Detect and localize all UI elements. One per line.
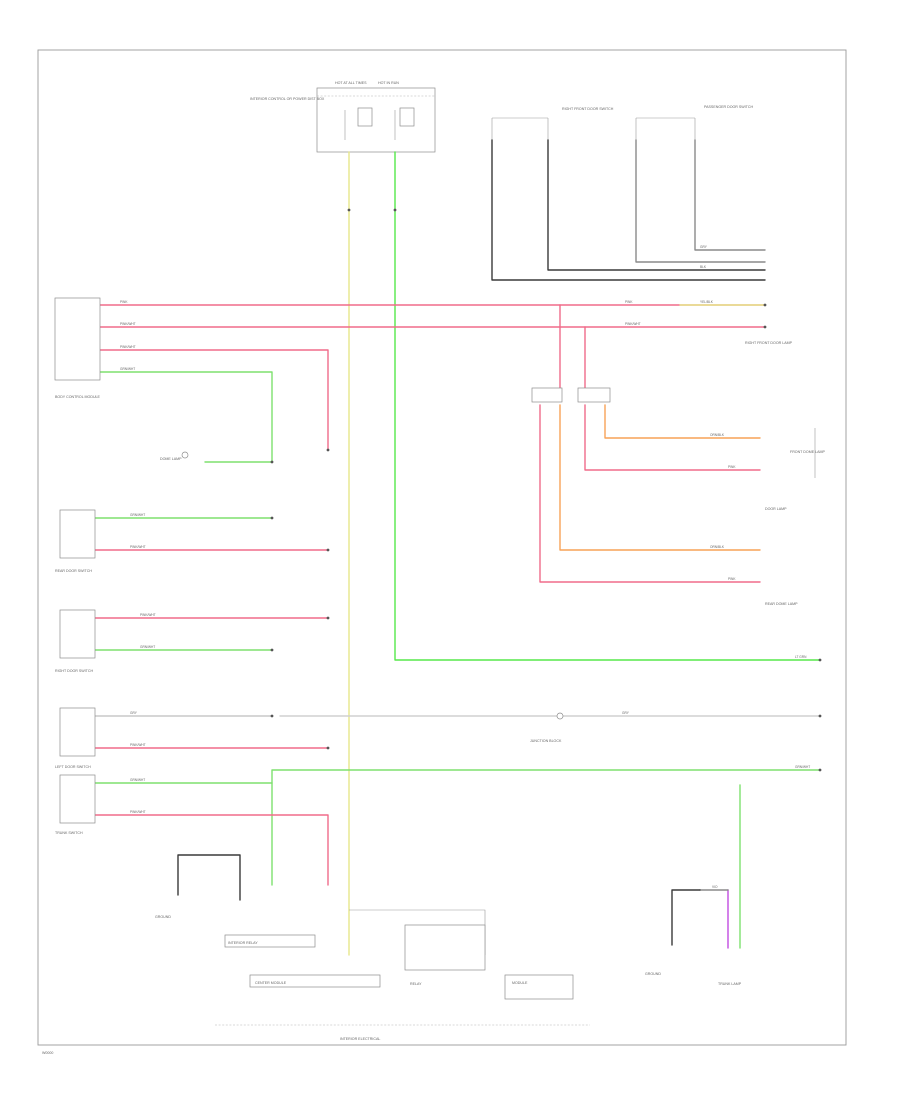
ground-left: GROUND bbox=[155, 854, 241, 919]
wire-label-sw3-gray: GRY bbox=[130, 711, 138, 715]
rear-dome-lamp: REAR DOME LAMP bbox=[765, 602, 798, 606]
wire-label-pink-front: PINK bbox=[728, 465, 736, 469]
door-switch-3: LEFT DOOR SWITCH bbox=[55, 707, 96, 769]
interior-relay: INTERIOR RELAY bbox=[224, 934, 316, 948]
door-switch-1: REAR DOOR SWITCH bbox=[55, 509, 96, 573]
junction-label: JUNCTION BLOCK bbox=[530, 739, 562, 743]
wire-orange-rear bbox=[559, 404, 761, 551]
wire-label-sw3-pink: PINK/WHT bbox=[130, 743, 146, 747]
bottom-title: INTERIOR ELECTRICAL bbox=[340, 1037, 380, 1041]
wire-green-sw4 bbox=[94, 782, 273, 886]
wire-label-gray-top: GRY bbox=[700, 245, 708, 249]
wire-label-green-1: GRN/WHT bbox=[120, 367, 135, 371]
wire-pink-front bbox=[584, 404, 761, 471]
wire-label-pink-2: PINK/WHT bbox=[120, 322, 136, 326]
wire-pink-sw4 bbox=[94, 814, 329, 886]
trunk-lamp: TRUNK LAMP bbox=[718, 982, 742, 986]
center-module-label: CENTER MODULE bbox=[255, 981, 287, 985]
diagram-frame bbox=[37, 49, 847, 1046]
door-lamp-right-label: DOOR LAMP bbox=[765, 507, 787, 511]
wire-label-gray-long: GRY bbox=[622, 711, 630, 715]
wire-green-long bbox=[271, 769, 821, 784]
wire-label-orange-rear: ORN/BLK bbox=[710, 545, 725, 549]
bottom-module-label: MODULE bbox=[512, 981, 528, 985]
relay-label: RELAY bbox=[410, 982, 422, 986]
wire-label-violet: VIO bbox=[712, 885, 718, 889]
wire-label-sw1-pink: PINK/WHT bbox=[130, 545, 146, 549]
fuse-label-b: HOT IN RUN bbox=[378, 81, 399, 85]
connector-pins bbox=[270, 208, 822, 772]
wire-label-yellow: YEL/BLK bbox=[700, 300, 714, 304]
wire-gray-2 bbox=[694, 139, 766, 251]
wire-label-pink-bus-right: PINK bbox=[625, 300, 633, 304]
wire-label-orange-front: ORN/BLK bbox=[710, 433, 725, 437]
body-control-module: BODY CONTROL MODULE bbox=[54, 297, 101, 399]
door-switch-2-label: RIGHT DOOR SWITCH bbox=[55, 669, 93, 673]
wire-label-pink-rear: PINK bbox=[728, 577, 736, 581]
ground-left-label: GROUND bbox=[155, 915, 171, 919]
wire-pink-lamp-rear bbox=[539, 404, 761, 583]
wire-orange-front bbox=[604, 404, 761, 439]
front-dome-lamp-label: FRONT DOME LAMP bbox=[790, 450, 825, 454]
trunk-switch-label: TRUNK SWITCH bbox=[55, 831, 83, 835]
wire-label-pink-3: PINK/WHT bbox=[120, 345, 136, 349]
wire-label-sw2-pink: PINK/WHT bbox=[140, 613, 156, 617]
wire-bright-green bbox=[394, 151, 821, 661]
dome-lamp-left-label: DOME LAMP bbox=[160, 457, 182, 461]
door-switch-2: RIGHT DOOR SWITCH bbox=[55, 609, 96, 673]
door-lamp-right: DOOR LAMP bbox=[765, 507, 787, 511]
trunk-lamp-label: TRUNK LAMP bbox=[718, 982, 742, 986]
footer-code: W0000 bbox=[42, 1051, 53, 1055]
right-door-lamp: RIGHT FRONT DOOR LAMP bbox=[745, 341, 793, 345]
switch-top-left-label: RIGHT FRONT DOOR SWITCH bbox=[562, 107, 614, 111]
top-connector-label: INTERIOR CONTROL OR POWER DIST BOX bbox=[250, 97, 325, 101]
interior-relay-label: INTERIOR RELAY bbox=[228, 941, 258, 945]
fuse-label-a: HOT AT ALL TIMES bbox=[335, 81, 367, 85]
wire-gray-1 bbox=[635, 139, 766, 263]
rear-dome-lamp-label: REAR DOME LAMP bbox=[765, 602, 798, 606]
junction-block: JUNCTION BLOCK bbox=[530, 712, 564, 743]
wire-green-1 bbox=[99, 371, 273, 463]
front-dome-lamp: FRONT DOME LAMP bbox=[790, 428, 825, 478]
wire-label-sw4-pink: PINK/WHT bbox=[130, 810, 146, 814]
bottom-module: MODULE bbox=[504, 974, 574, 1000]
center-module: CENTER MODULE bbox=[249, 974, 381, 988]
dome-lamp-left: DOME LAMP bbox=[160, 451, 189, 461]
right-door-lamp-label: RIGHT FRONT DOOR LAMP bbox=[745, 341, 793, 345]
ground-right-label: GROUND bbox=[645, 972, 661, 976]
wire-black-trunk bbox=[671, 889, 701, 946]
wire-black-1 bbox=[491, 139, 766, 281]
switch-top-right: PASSENGER DOOR SWITCH bbox=[635, 105, 753, 140]
switch-top-right-label: PASSENGER DOOR SWITCH bbox=[704, 105, 753, 109]
wire-label-pink-1: PINK bbox=[120, 300, 128, 304]
wire-black-2 bbox=[547, 139, 766, 271]
wire-label-sw4-green: GRN/WHT bbox=[130, 778, 145, 782]
switch-top-left: RIGHT FRONT DOOR SWITCH bbox=[491, 107, 614, 140]
top-fuse-block: HOT AT ALL TIMES HOT IN RUN INTERIOR CON… bbox=[250, 81, 436, 153]
ground-right: GROUND bbox=[645, 972, 661, 976]
wire-label-sw1-green: GRN/WHT bbox=[130, 513, 145, 517]
wire-label-pink-bus-right-2: PINK/WHT bbox=[625, 322, 641, 326]
wire-pink-3 bbox=[99, 349, 329, 451]
body-control-label: BODY CONTROL MODULE bbox=[55, 395, 101, 399]
wire-label-sw2-green: GRN/WHT bbox=[140, 645, 155, 649]
wire-label-lt-green: LT GRN bbox=[795, 655, 807, 659]
relay-group: RELAY bbox=[349, 909, 486, 986]
center-relays bbox=[531, 387, 611, 403]
wire-label-black-top: BLK bbox=[700, 265, 707, 269]
door-switch-1-label: REAR DOOR SWITCH bbox=[55, 569, 92, 573]
trunk-switch: TRUNK SWITCH bbox=[55, 774, 96, 835]
wire-label-green-long: GRN/WHT bbox=[795, 765, 810, 769]
door-switch-3-label: LEFT DOOR SWITCH bbox=[55, 765, 91, 769]
